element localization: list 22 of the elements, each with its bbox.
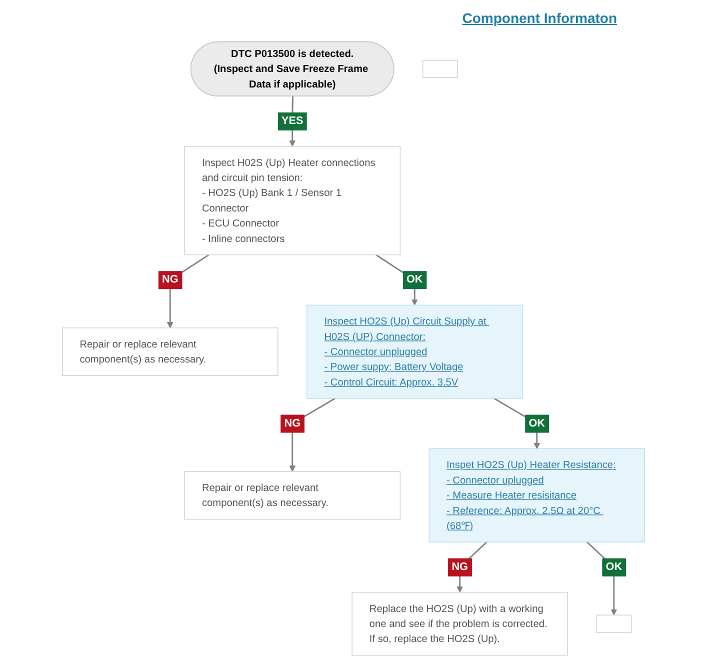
node-box: Repair or replace relevant component(s) as necessary. [184, 471, 401, 520]
edge-label: YES [282, 114, 304, 127]
arrow [289, 398, 336, 472]
node-box: Replace the HO2S (Up) with a working one and see if the problem is corrected. If so, replace the HO2S (Up). [352, 592, 568, 656]
node-box: Inspet HO2S (Up) Heater Resistance: - Connector uplugged - Measure Heater resisitance - Reference: Approx. 2.5Ω at 20°C (68℉) [428, 448, 646, 542]
edge-label: NG [284, 416, 301, 430]
arrow [166, 254, 210, 328]
section-link: Component Informaton [462, 10, 617, 26]
edge-label: OK [528, 416, 546, 430]
arrow [586, 541, 618, 616]
edge-label: NG [452, 560, 468, 573]
node-box [596, 614, 632, 633]
edge-label: OK [606, 560, 622, 573]
node-box: Repair or replace relevant component(s) as necessary. [62, 328, 278, 376]
edge-label: NG [162, 273, 178, 286]
arrow [456, 541, 488, 593]
arrow [376, 254, 418, 306]
node-box: Inspect HO2S (Up) Circuit Supply at H02S (UP) Connector: - Connector unplugged - Power suppy: Battery Voltage - Control Circuit: Approx. 3.5V [306, 304, 523, 399]
arrow [494, 398, 540, 449]
edge-label: OK [406, 273, 423, 286]
node-box [422, 60, 458, 78]
node-box: Inspect H02S (Up) Heater connections and circuit pin tension: - HO2S (Up) Bank 1 / Sensor 1 Connector - ECU Connector - Inline connectors [184, 146, 401, 256]
